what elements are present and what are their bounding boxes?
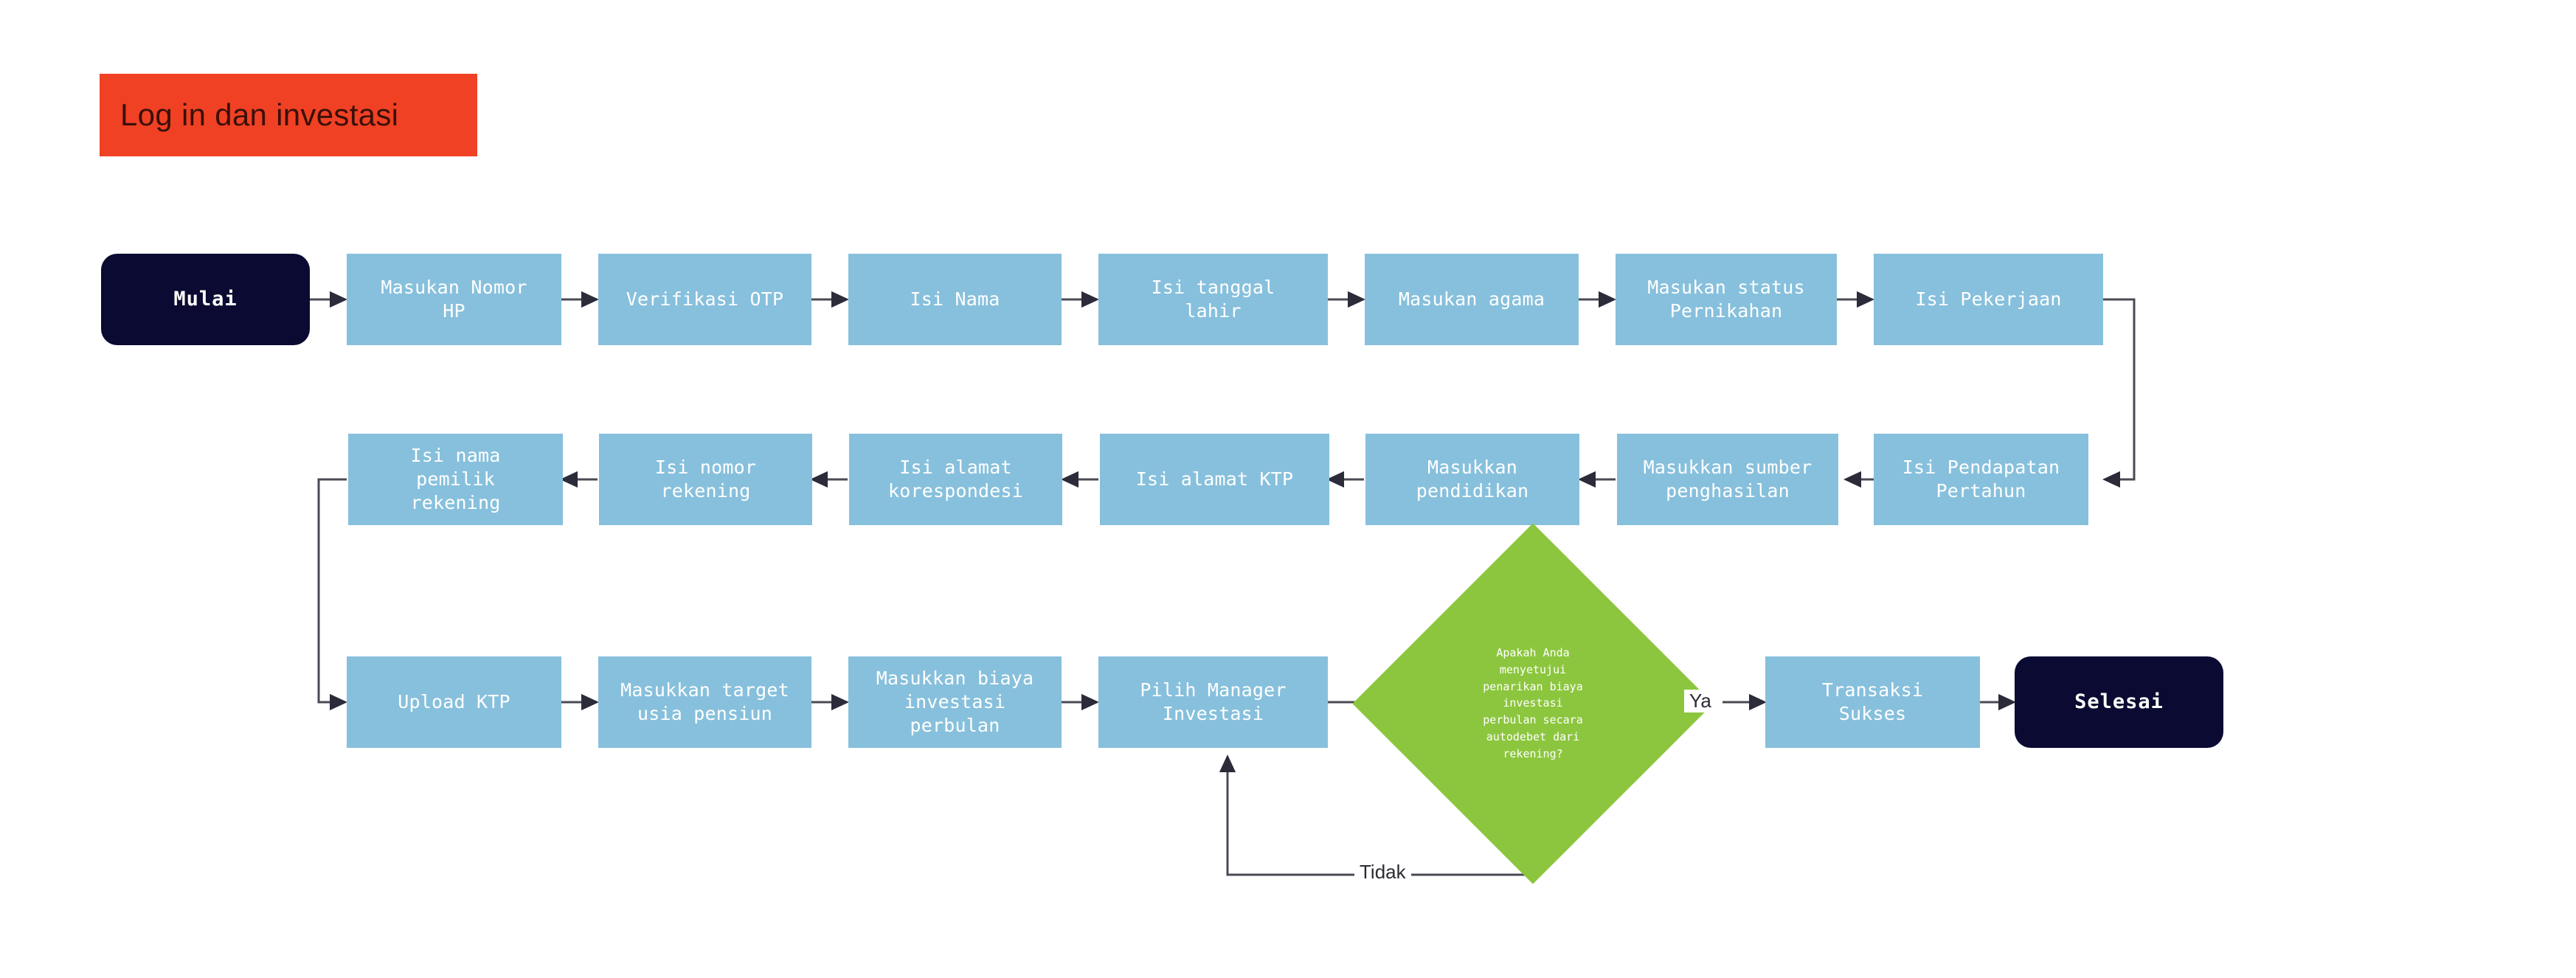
node-label: Verifikasi OTP <box>626 288 784 310</box>
node-label: Apakah Anda menyetujui penarikan biaya i… <box>1483 646 1583 760</box>
node-label: Masukan status Pernikahan <box>1647 277 1805 322</box>
node-isi-tanggal-lahir[interactable]: Isi tanggal lahir <box>1098 254 1328 345</box>
node-isi-nama-pemilik-rekening[interactable]: Isi nama pemilik rekening <box>348 434 563 525</box>
node-label: Isi Pekerjaan <box>1915 288 2062 310</box>
node-masukkan-pendidikan[interactable]: Masukkan pendidikan <box>1365 434 1579 525</box>
node-upload-ktp[interactable]: Upload KTP <box>347 656 561 748</box>
edge-namapemilik-uploadktp <box>317 478 347 711</box>
node-label: Masukan Nomor HP <box>381 277 527 322</box>
node-masukan-agama[interactable]: Masukan agama <box>1365 254 1579 345</box>
node-isi-alamat-ktp[interactable]: Isi alamat KTP <box>1100 434 1329 525</box>
node-label: Masukan agama <box>1398 288 1545 310</box>
node-label: Isi alamat KTP <box>1135 468 1294 490</box>
node-masukkan-biaya-investasi-perbulan[interactable]: Masukkan biaya investasi perbulan <box>848 656 1062 748</box>
node-masukkan-sumber-penghasilan[interactable]: Masukkan sumber penghasilan <box>1617 434 1838 525</box>
node-pilih-manager-investasi[interactable]: Pilih Manager Investasi <box>1098 656 1328 748</box>
node-transaksi-sukses[interactable]: Transaksi Sukses <box>1765 656 1980 748</box>
node-label: Selesai <box>2074 690 2164 713</box>
node-isi-alamat-korespondesi[interactable]: Isi alamat korespondesi <box>849 434 1062 525</box>
node-label: Transaksi Sukses <box>1821 679 1924 724</box>
edge-label-tidak: Tidak <box>1354 861 1411 884</box>
node-masukkan-target-usia-pensiun[interactable]: Masukkan target usia pensiun <box>598 656 811 748</box>
node-isi-nama[interactable]: Isi Nama <box>848 254 1062 345</box>
node-label: Isi Pendapatan Pertahun <box>1902 457 2060 502</box>
node-isi-pekerjaan[interactable]: Isi Pekerjaan <box>1874 254 2103 345</box>
node-label: Isi tanggal lahir <box>1151 277 1275 322</box>
node-label: Isi nomor rekening <box>654 457 757 502</box>
node-label: Masukkan sumber penghasilan <box>1643 457 1812 502</box>
node-masukan-status-pernikahan[interactable]: Masukan status Pernikahan <box>1616 254 1837 345</box>
node-label: Mulai <box>173 287 238 311</box>
node-selesai[interactable]: Selesai <box>2015 656 2223 748</box>
node-label: Isi alamat korespondesi <box>887 457 1023 502</box>
node-decision-autodebet[interactable]: Apakah Anda menyetujui penarikan biaya i… <box>1352 523 1714 884</box>
node-verifikasi-otp[interactable]: Verifikasi OTP <box>598 254 811 345</box>
edge-label-ya: Ya <box>1684 690 1717 712</box>
node-label: Masukkan target usia pensiun <box>620 679 789 724</box>
node-masukan-nomor-hp[interactable]: Masukan Nomor HP <box>347 254 561 345</box>
edge-pekerjaan-pendapatan <box>2102 298 2136 488</box>
node-label: Masukkan pendidikan <box>1416 457 1529 502</box>
diagram-title-banner: Log in dan investasi <box>100 74 477 156</box>
node-label: Upload KTP <box>398 691 510 712</box>
page-title: Log in dan investasi <box>120 97 399 132</box>
node-isi-pendapatan-pertahun[interactable]: Isi Pendapatan Pertahun <box>1874 434 2088 525</box>
node-label: Isi nama pemilik rekening <box>410 445 501 513</box>
node-label: Masukkan biaya investasi perbulan <box>876 667 1034 736</box>
node-label: Isi Nama <box>910 288 1000 310</box>
node-mulai[interactable]: Mulai <box>101 254 310 345</box>
node-isi-nomor-rekening[interactable]: Isi nomor rekening <box>599 434 812 525</box>
node-label: Pilih Manager Investasi <box>1140 679 1287 724</box>
